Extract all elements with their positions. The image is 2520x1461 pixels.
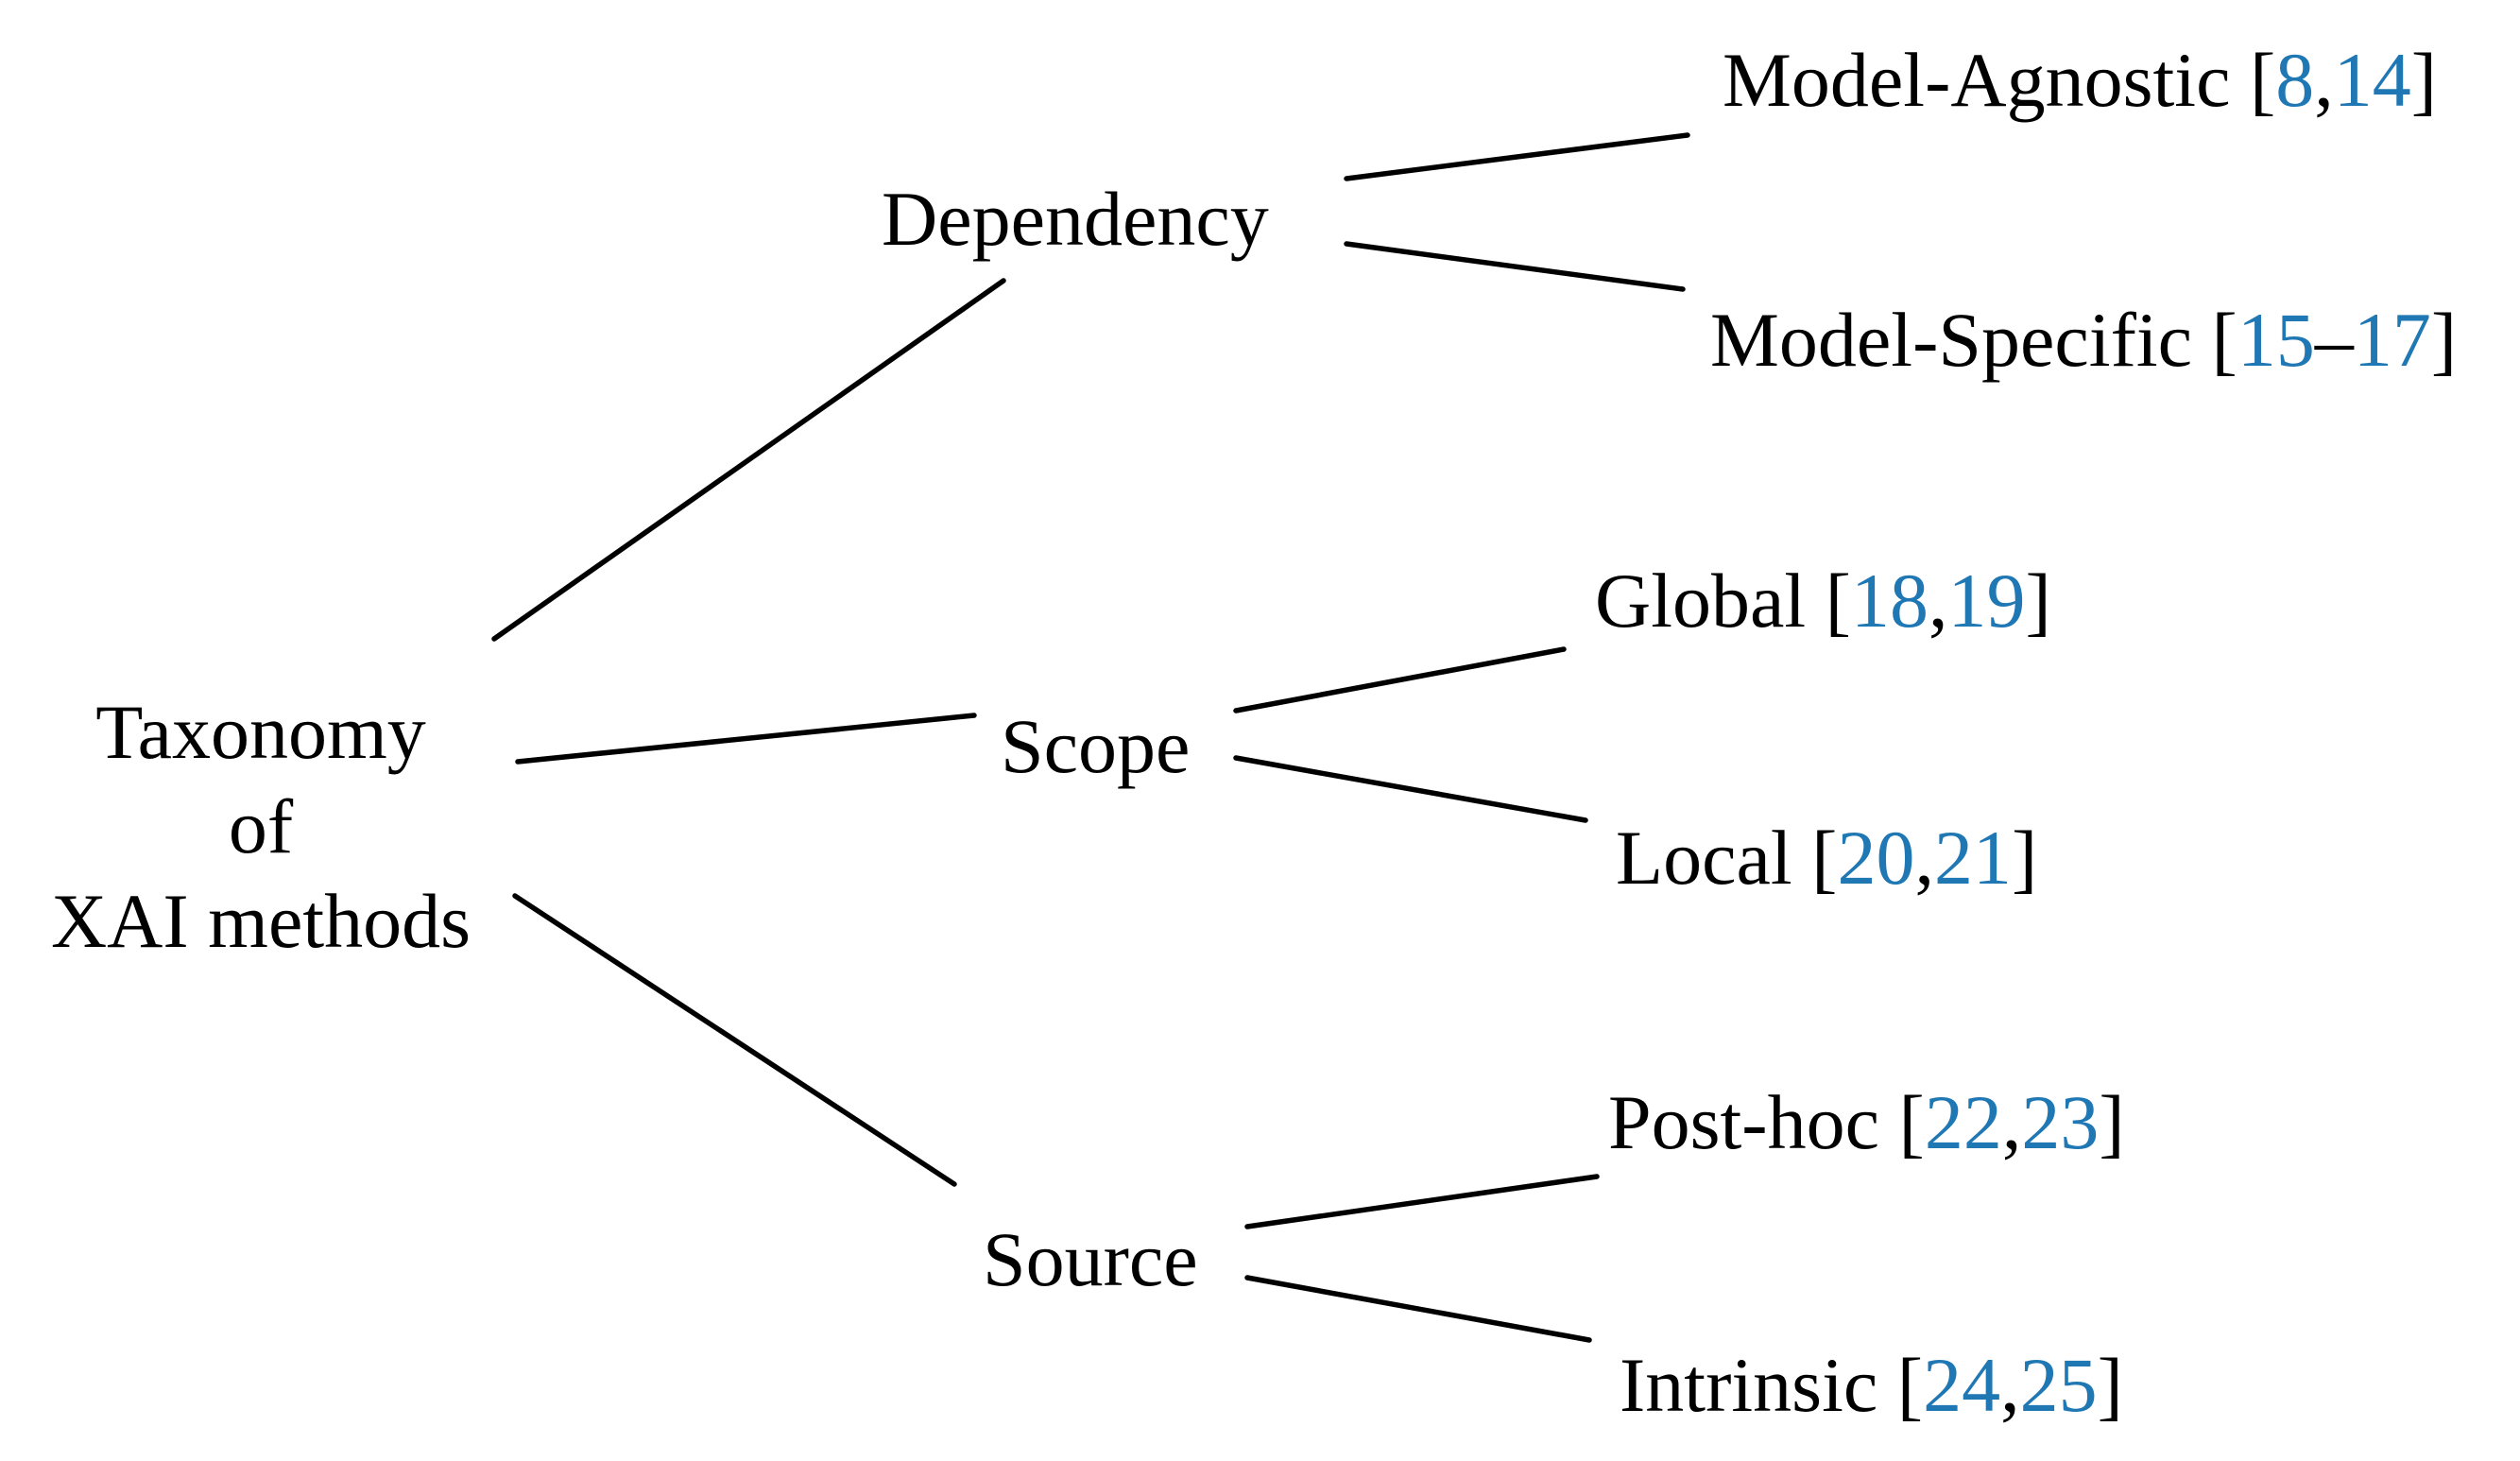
edge-root-scope [515,713,977,765]
citation-number[interactable]: 20 [1837,815,1915,901]
closing-bracket: ] [2097,1342,2123,1428]
edge-root-source [512,893,957,1187]
leaf-label-text: Model-Specific [ [1710,297,2237,383]
leaf-node-model-agnostic: Model-Agnostic [8,14] [1723,42,2437,119]
edge-root-dependency [491,278,1006,642]
root-node-line-1: Taxonomy [95,689,426,775]
citation-number[interactable]: 17 [2353,297,2431,383]
root-node-line-3: XAI methods [50,878,471,964]
edge-scope-local [1233,755,1588,823]
citation-number[interactable]: 22 [1924,1079,2002,1165]
citation-separator: , [2001,1079,2022,1165]
citation-separator: , [2000,1342,2020,1428]
citation-number[interactable]: 14 [2333,37,2411,123]
leaf-label-text: Post-hoc [ [1608,1079,1925,1165]
closing-bracket: ] [2430,297,2458,383]
edge-source-intrinsic [1244,1275,1592,1343]
citation-separator: – [2314,297,2354,383]
citation-number[interactable]: 15 [2237,297,2315,383]
citation-number[interactable]: 8 [2275,37,2315,123]
leaf-label-text: Global [ [1595,558,1851,644]
citation-number[interactable]: 24 [1923,1342,2001,1428]
leaf-node-intrinsic: Intrinsic [24,25] [1620,1347,2123,1424]
citation-number[interactable]: 19 [1947,558,2026,644]
edge-source-post-hoc [1244,1174,1600,1229]
root-node-line-2: of [228,783,294,869]
leaf-label-text: Local [ [1616,815,1838,901]
edge-dependency-model-agnostic [1344,132,1690,181]
closing-bracket: ] [2011,815,2038,901]
citation-number[interactable]: 21 [1933,815,2012,901]
edge-scope-global [1233,646,1567,713]
closing-bracket: ] [2410,37,2438,123]
branch-node-dependency: Dependency [882,176,1269,262]
leaf-node-model-specific: Model-Specific [15–17] [1710,301,2457,379]
root-node: Taxonomy of XAI methods [6,685,516,969]
leaf-node-post-hoc: Post-hoc [22,23] [1608,1084,2125,1161]
citation-number[interactable]: 23 [2021,1079,2100,1165]
leaf-label-text: Intrinsic [ [1620,1342,1924,1428]
edge-dependency-model-specific [1344,241,1686,292]
citation-number[interactable]: 18 [1850,558,1929,644]
leaf-node-global: Global [18,19] [1595,562,2051,640]
closing-bracket: ] [2099,1079,2125,1165]
citation-number[interactable]: 25 [2019,1342,2098,1428]
closing-bracket: ] [2025,558,2051,644]
citation-separator: , [1928,558,1948,644]
branch-node-source: Source [983,1216,1198,1302]
branch-node-scope: Scope [1001,703,1191,789]
leaf-node-local: Local [20,21] [1616,819,2037,897]
leaf-label-text: Model-Agnostic [ [1723,37,2276,123]
citation-separator: , [1914,815,1934,901]
citation-separator: , [2314,37,2334,123]
